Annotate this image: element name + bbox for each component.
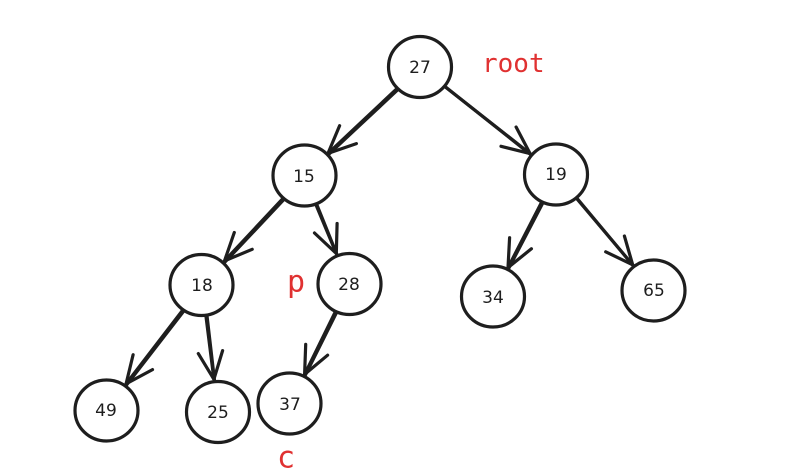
- node-circle: [386, 34, 454, 100]
- edge-n19-n34: [506, 200, 545, 271]
- tree-node-n27: 27: [386, 34, 454, 100]
- tree-node-n49: 49: [73, 378, 140, 443]
- edge-n15-n28: [312, 203, 339, 257]
- annotation-c: c: [277, 441, 295, 474]
- node-circle: [316, 251, 383, 317]
- node-circle: [256, 371, 323, 436]
- tree-node-n34: 34: [459, 264, 527, 329]
- tree-node-n37: 37: [256, 371, 323, 436]
- arrowhead: [303, 342, 330, 376]
- arrowhead: [124, 353, 155, 386]
- node-circle: [522, 142, 590, 207]
- edge-n15-n18: [222, 197, 286, 264]
- node-label: 37: [279, 395, 301, 415]
- node-circle: [73, 378, 140, 443]
- tree-node-n18: 18: [168, 252, 235, 318]
- node-label: 18: [191, 276, 213, 296]
- node-circle: [620, 258, 687, 323]
- arrowhead: [604, 234, 635, 267]
- arrowhead: [499, 125, 532, 156]
- arrowhead: [506, 236, 533, 270]
- tree-node-n15: 15: [271, 143, 338, 208]
- tree-node-n25: 25: [184, 379, 252, 445]
- node-label: 15: [293, 167, 315, 187]
- tree-node-n28: 28: [316, 251, 383, 317]
- node-circle: [184, 379, 252, 445]
- edges-layer: [124, 84, 635, 387]
- node-label: 65: [643, 281, 665, 301]
- edge-n27-n19: [442, 84, 533, 157]
- node-label: 27: [409, 58, 431, 78]
- edge-n18-n25: [196, 314, 225, 382]
- edge-n18-n49: [124, 308, 186, 387]
- node-circle: [459, 264, 527, 329]
- annotation-p: p: [287, 265, 305, 300]
- node-label: 49: [95, 401, 117, 421]
- arrowhead: [312, 221, 339, 256]
- edge-n28-n37: [303, 310, 339, 377]
- node-label: 19: [545, 165, 567, 185]
- node-label: 28: [338, 275, 360, 295]
- node-circle: [168, 252, 235, 318]
- nodes-layer: 27 15 19 18 28 34 65 49 25 37: [73, 34, 687, 445]
- tree-node-n65: 65: [620, 258, 687, 323]
- annotation-root: root: [482, 49, 545, 79]
- tree-node-n19: 19: [522, 142, 590, 207]
- edge-n19-n65: [574, 196, 635, 268]
- edge-n27-n15: [326, 86, 401, 156]
- arrowhead: [196, 349, 225, 381]
- annotations-layer: root p c: [277, 49, 545, 474]
- node-label: 34: [482, 288, 504, 308]
- arrowhead: [222, 230, 254, 263]
- node-circle: [271, 143, 338, 208]
- node-label: 25: [207, 403, 229, 423]
